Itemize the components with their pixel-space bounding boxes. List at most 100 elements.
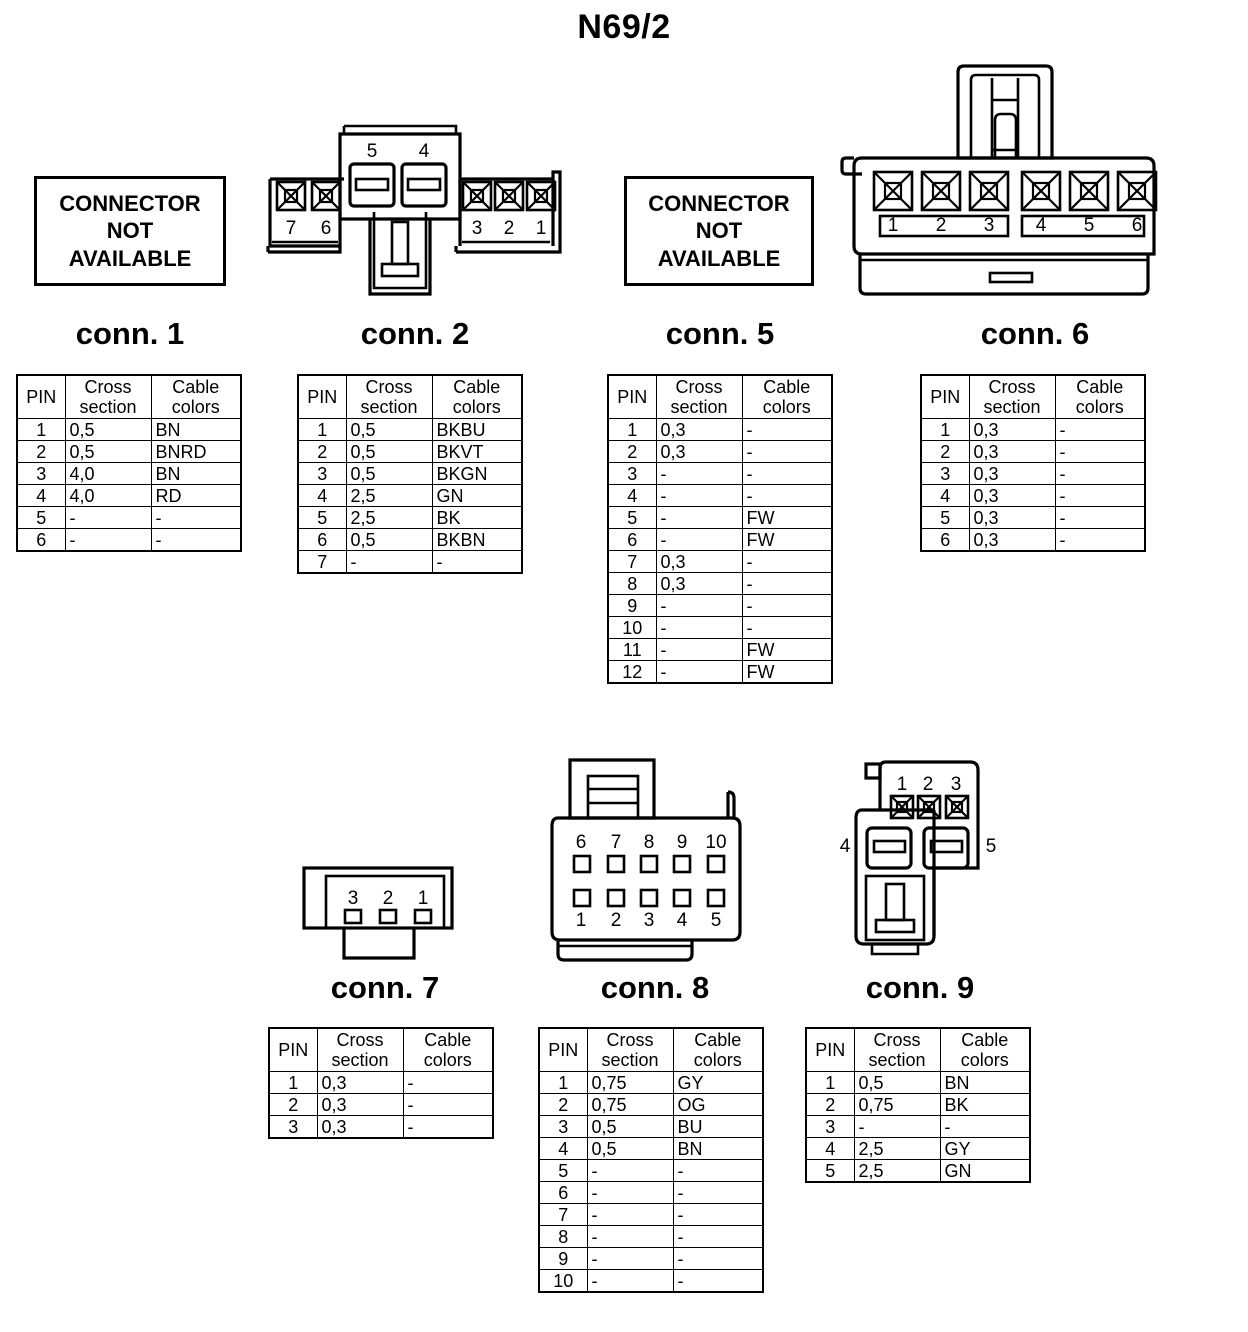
cell-cross-section: -: [64, 528, 152, 552]
cell-cross-section: -: [853, 1115, 941, 1138]
cell-pin: 2: [920, 440, 970, 463]
cell-pin: 4: [920, 484, 970, 507]
cell-cable-colors: -: [741, 440, 833, 463]
table-row: 6--: [538, 1181, 764, 1204]
conn-label-conn6: conn. 6: [980, 316, 1090, 351]
cell-cross-section: -: [655, 484, 743, 507]
col-header-cable-colors: Cable colors: [150, 374, 242, 419]
cell-cable-colors: GY: [939, 1137, 1031, 1160]
cell-cross-section: 0,75: [853, 1093, 941, 1116]
pin-number-2: 2: [383, 888, 394, 909]
table-row: 3--: [805, 1115, 1031, 1138]
table-row: 7--: [538, 1203, 764, 1226]
cell-cross-section: 2,5: [853, 1159, 941, 1183]
cell-cross-section: 0,3: [655, 550, 743, 573]
cell-cable-colors: -: [741, 462, 833, 485]
col-header-cross-section: Cross section: [316, 1027, 404, 1072]
cell-cross-section: -: [586, 1247, 674, 1270]
cell-cross-section: -: [655, 638, 743, 661]
cell-pin: 1: [920, 418, 970, 441]
cell-cross-section: -: [655, 594, 743, 617]
cell-cable-colors: RD: [150, 484, 242, 507]
table-row: 5--: [538, 1159, 764, 1182]
cell-cable-colors: BK: [939, 1093, 1031, 1116]
cell-cross-section: 2,5: [345, 506, 433, 529]
cell-cable-colors: BU: [672, 1115, 764, 1138]
cell-cable-colors: -: [741, 594, 833, 617]
cell-pin: 2: [297, 440, 347, 463]
pin-number-8: 8: [644, 832, 655, 853]
pin-number-5: 5: [986, 836, 997, 857]
cell-cable-colors: BN: [150, 462, 242, 485]
cell-cable-colors: GN: [939, 1159, 1031, 1183]
cell-cable-colors: -: [741, 572, 833, 595]
cell-pin: 9: [607, 594, 657, 617]
cell-pin: 1: [16, 418, 66, 441]
connector-drawing-conn8: 6 7 8 9 10 1 2 3 4 5: [540, 756, 760, 966]
pin-number-1: 1: [897, 774, 908, 795]
cell-cable-colors: -: [741, 550, 833, 573]
cell-pin: 7: [607, 550, 657, 573]
pin-number-1: 1: [888, 215, 899, 236]
pin-number-3: 3: [348, 888, 359, 909]
table-row: 5-FW: [607, 506, 833, 529]
cell-cross-section: 4,0: [64, 484, 152, 507]
pin-number-4: 4: [1036, 215, 1047, 236]
cell-cross-section: 2,5: [853, 1137, 941, 1160]
cell-cable-colors: -: [672, 1203, 764, 1226]
col-header-cable-colors: Cable colors: [402, 1027, 494, 1072]
col-header-pin: PIN: [538, 1027, 588, 1072]
cell-cross-section: -: [586, 1203, 674, 1226]
pin-number-7: 7: [611, 832, 622, 853]
cell-cross-section: 0,3: [968, 440, 1056, 463]
cell-pin: 2: [268, 1093, 318, 1116]
col-header-cable-colors: Cable colors: [431, 374, 523, 419]
cell-pin: 3: [268, 1115, 318, 1139]
cell-cross-section: 0,5: [64, 418, 152, 441]
cell-cross-section: -: [345, 550, 433, 574]
cell-cross-section: 0,5: [64, 440, 152, 463]
col-header-cable-colors: Cable colors: [741, 374, 833, 419]
cell-pin: 2: [805, 1093, 855, 1116]
cell-cross-section: 0,75: [586, 1093, 674, 1116]
cell-cable-colors: -: [672, 1225, 764, 1248]
table-row: 12-FW: [607, 660, 833, 684]
pin-number-3: 3: [951, 774, 962, 795]
cell-cable-colors: -: [150, 506, 242, 529]
cell-pin: 6: [607, 528, 657, 551]
na-line-2: NOT: [695, 218, 743, 244]
cell-cable-colors: -: [402, 1115, 494, 1139]
connector-drawing-conn2: 5 4 7 6 3 2 1: [264, 124, 564, 304]
cell-pin: 5: [805, 1159, 855, 1183]
cell-cable-colors: -: [402, 1093, 494, 1116]
cell-cable-colors: -: [1054, 528, 1146, 552]
col-header-cable-colors: Cable colors: [1054, 374, 1146, 419]
cell-pin: 2: [16, 440, 66, 463]
cell-pin: 8: [607, 572, 657, 595]
cell-cable-colors: -: [672, 1247, 764, 1270]
pin-number-7: 7: [286, 218, 297, 239]
cell-pin: 4: [805, 1137, 855, 1160]
cell-cross-section: 2,5: [345, 484, 433, 507]
cell-pin: 2: [607, 440, 657, 463]
table-row: 7--: [297, 550, 523, 574]
cell-cross-section: -: [586, 1181, 674, 1204]
